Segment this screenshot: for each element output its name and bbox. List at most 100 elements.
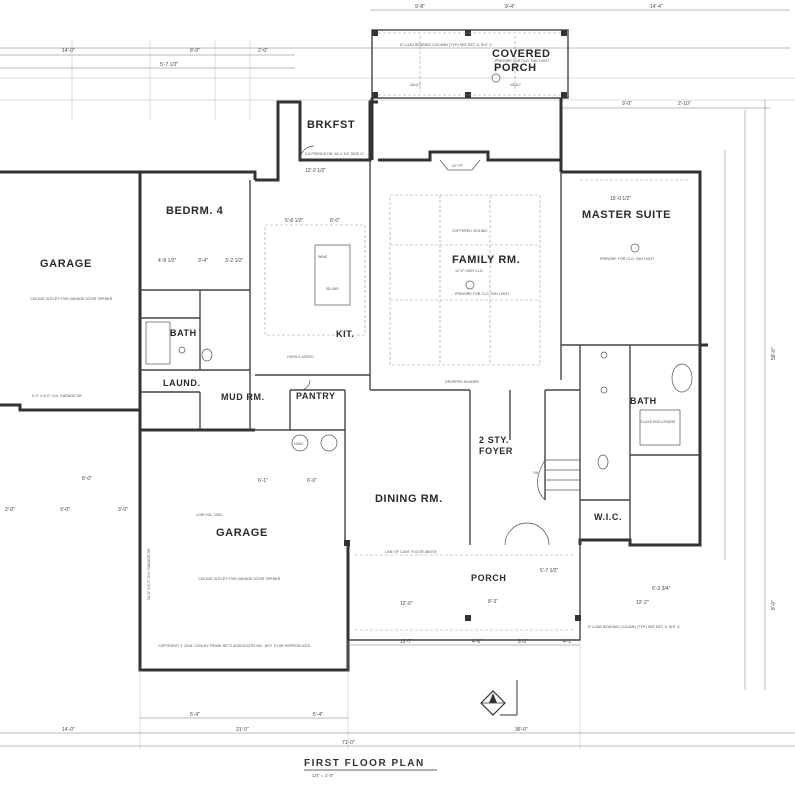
ceiling-dashed-lines [264, 179, 690, 631]
note-load-column-top: 8" LOAD BEARING COLUMN (TYP.) SEE DET. 6… [400, 43, 491, 47]
dim-garage-6-1: 6'-1" [258, 478, 268, 484]
fireplace [439, 159, 481, 171]
dim-porch-12: 12'-0" [400, 601, 413, 607]
room-brkfst: BRKFST [307, 119, 355, 131]
dim-bottom-5-4a: 5'-4" [190, 712, 200, 718]
dim-bottom-total: 71'-0" [342, 740, 355, 746]
dim-left-9: 9'-0" [60, 507, 70, 513]
note-vault-2: VAULT [510, 83, 522, 87]
dim-bottom-4-1: 4'-1" [563, 639, 573, 645]
note-garage-door-bottom: 16'-0" X 8'-0" O.H. GARAGE DR. [147, 547, 151, 600]
dim-kit-8: 8'-0" [330, 218, 340, 224]
dim-top-mid2: 2'-0" [258, 48, 268, 54]
left-bath-tub [145, 321, 171, 365]
note-prewire-family: PREWIRE FOR CLG. FAN LIGHT [455, 292, 510, 296]
dim-porch-8-3: 8'-3" [488, 599, 498, 605]
dim-porch-a: 9'-8" [415, 4, 425, 10]
room-kit: KIT. [336, 329, 354, 339]
note-ceiling-garage-bottom: CEILING OUTLET FOR GARAGE DOOR OPENER [198, 577, 281, 581]
note-oven: OVEN & MICRO [287, 355, 314, 359]
room-porch: PORCH [471, 573, 507, 583]
note-garage-door-left: 9'-0" X 8'-0" O.H. GARAGE DR. [32, 394, 83, 398]
room-laund: LAUND. [163, 378, 201, 388]
title-scale: 1/4" = 1'-0" [312, 773, 334, 778]
master-tub [671, 363, 693, 393]
note-prewire-porch: PREWIRE FOR CLG. FAN LIGHT [495, 59, 550, 63]
note-stair-dn: DN [533, 471, 539, 475]
kitchen-island [314, 244, 351, 306]
room-garage-bottom: GARAGE [216, 527, 268, 539]
dim-brkfst-width: 12'-2 1/2" [305, 168, 326, 174]
dim-top-mid: 8'-0" [190, 48, 200, 54]
dim-bottom-4-6: 4'-6" [472, 639, 482, 645]
dim-right-2-10: 2'-10" [678, 101, 691, 107]
room-foyer-1: 2 STY. [479, 435, 509, 445]
dim-top-left: 14'-0" [62, 48, 75, 54]
note-line-of-cant: LINE OF CANT. FLOOR ABOVE [385, 550, 438, 554]
dim-left-3: 3'-0" [118, 507, 128, 513]
dim-top-row2: 5'-7 1/2" [160, 62, 179, 68]
dim-bottom-14: 14'-0" [62, 727, 75, 733]
bottom-dimension-strings: 12'-7" 4'-6" 8'-0" 4'-1" 5'-4" 5'-4" 14'… [0, 639, 795, 750]
dim-bedrm-3-2: 3'-2 1/2" [225, 258, 244, 264]
covered-porch-area: COVERED PORCH 8" LOAD BEARING COLUMN (TY… [371, 29, 569, 99]
title-main: FIRST FLOOR PLAN [304, 758, 425, 769]
note-fireplace: 42" FP [452, 164, 463, 168]
foyer-stair [537, 459, 580, 501]
dim-bottom-8: 8'-0" [518, 639, 528, 645]
master-shower [639, 409, 681, 446]
dim-top-right: 14'-4" [650, 4, 663, 10]
note-french-door: 2-6 FRENCH DR. W/ 4' 3/4" SIDE LT. [305, 152, 365, 156]
note-vault: VAULT [410, 83, 422, 87]
interior-dimensions: 12'-2 1/2" 5'-8 1/2" 8'-0" 4'-8 1/2" 3'-… [5, 168, 671, 607]
room-foyer-2: FOYER [479, 446, 513, 456]
note-low-vol: LOW VOL. DISC. [196, 513, 224, 517]
note-ceiling-garage-left: CEILING OUTLET FOR GARAGE DOOR OPENER [30, 297, 113, 301]
top-dimension-strings: 14'-0" 8'-0" 2'-0" 5'-7 1/2" 9'-8" 9'-4"… [0, 4, 795, 120]
dim-bottom-21: 21'-0" [236, 727, 249, 733]
dim-right-vert-58: 58'-0" [771, 347, 777, 360]
north-arrow [480, 680, 518, 716]
note-prewire-master: PREWIRE FOR CLG. FAN LIGHT [600, 257, 655, 261]
front-door-swing [504, 522, 528, 546]
exterior-walls [0, 98, 708, 672]
plan-notes: 2-6 FRENCH DR. W/ 4' 3/4" SIDE LT. 42" F… [30, 152, 679, 648]
room-garage-left: GARAGE [40, 258, 92, 270]
dim-bottom-5-4b: 5'-4" [313, 712, 323, 718]
note-high-clg: 12'-0" HIGH CLG. [455, 269, 484, 273]
note-dropped-header: DROPPED HEADER [445, 380, 479, 384]
room-wic: W.I.C. [594, 512, 622, 522]
note-glass: GLASS ENCLOSURE [640, 420, 676, 424]
covered-porch-label-2: PORCH [494, 62, 537, 74]
hvac-unit [291, 434, 309, 452]
room-labels: BRKFST MASTER SUITE BEDRM. 4 GARAGE FAMI… [40, 119, 671, 583]
room-family: FAMILY RM. [452, 254, 520, 266]
dim-bottom-12-7: 12'-7" [400, 639, 413, 645]
note-island: ISLAND [326, 287, 339, 291]
note-copyright: COPYRIGHT © 2018 / 2028 BY FRANK BETZ AS… [158, 644, 311, 648]
covered-porch-label-1: COVERED [492, 48, 551, 60]
dim-right-9: 9'-0" [622, 101, 632, 107]
drawing-title: FIRST FLOOR PLAN 1/4" = 1'-0" [304, 758, 437, 778]
note-coffered: COFFERED CEILING [452, 229, 487, 233]
fixtures [145, 73, 693, 621]
right-dimension-strings: 58'-0" 8'-0" [724, 100, 777, 690]
room-bedrm-4: BEDRM. 4 [166, 205, 224, 217]
dim-porch-b: 9'-4" [505, 4, 515, 10]
dim-porch-5-7: 5'-7 1/2" [540, 568, 559, 574]
room-master-suite: MASTER SUITE [582, 209, 671, 221]
dim-left-2: 2'-0" [5, 507, 15, 513]
dim-garage-side-8: 8'-0" [82, 476, 92, 482]
note-hvac: HVAC [294, 442, 304, 446]
note-load-column-bottom: 8" LOAD BEARING COLUMN (TYP.) SEE DET. 6… [588, 625, 679, 629]
room-mud: MUD RM. [221, 392, 265, 402]
dim-bedrm-4-1: 4'-8 1/2" [158, 258, 177, 264]
dim-bedrm-3-4: 3'-4" [198, 258, 208, 264]
room-dining: DINING RM. [375, 493, 443, 505]
dim-bottom-36: 36'-0" [515, 727, 528, 733]
note-wine: WINE [318, 255, 328, 259]
dim-right-vert-8: 8'-0" [771, 600, 777, 610]
water-heater [320, 434, 338, 452]
room-bath-left: BATH [170, 328, 197, 338]
